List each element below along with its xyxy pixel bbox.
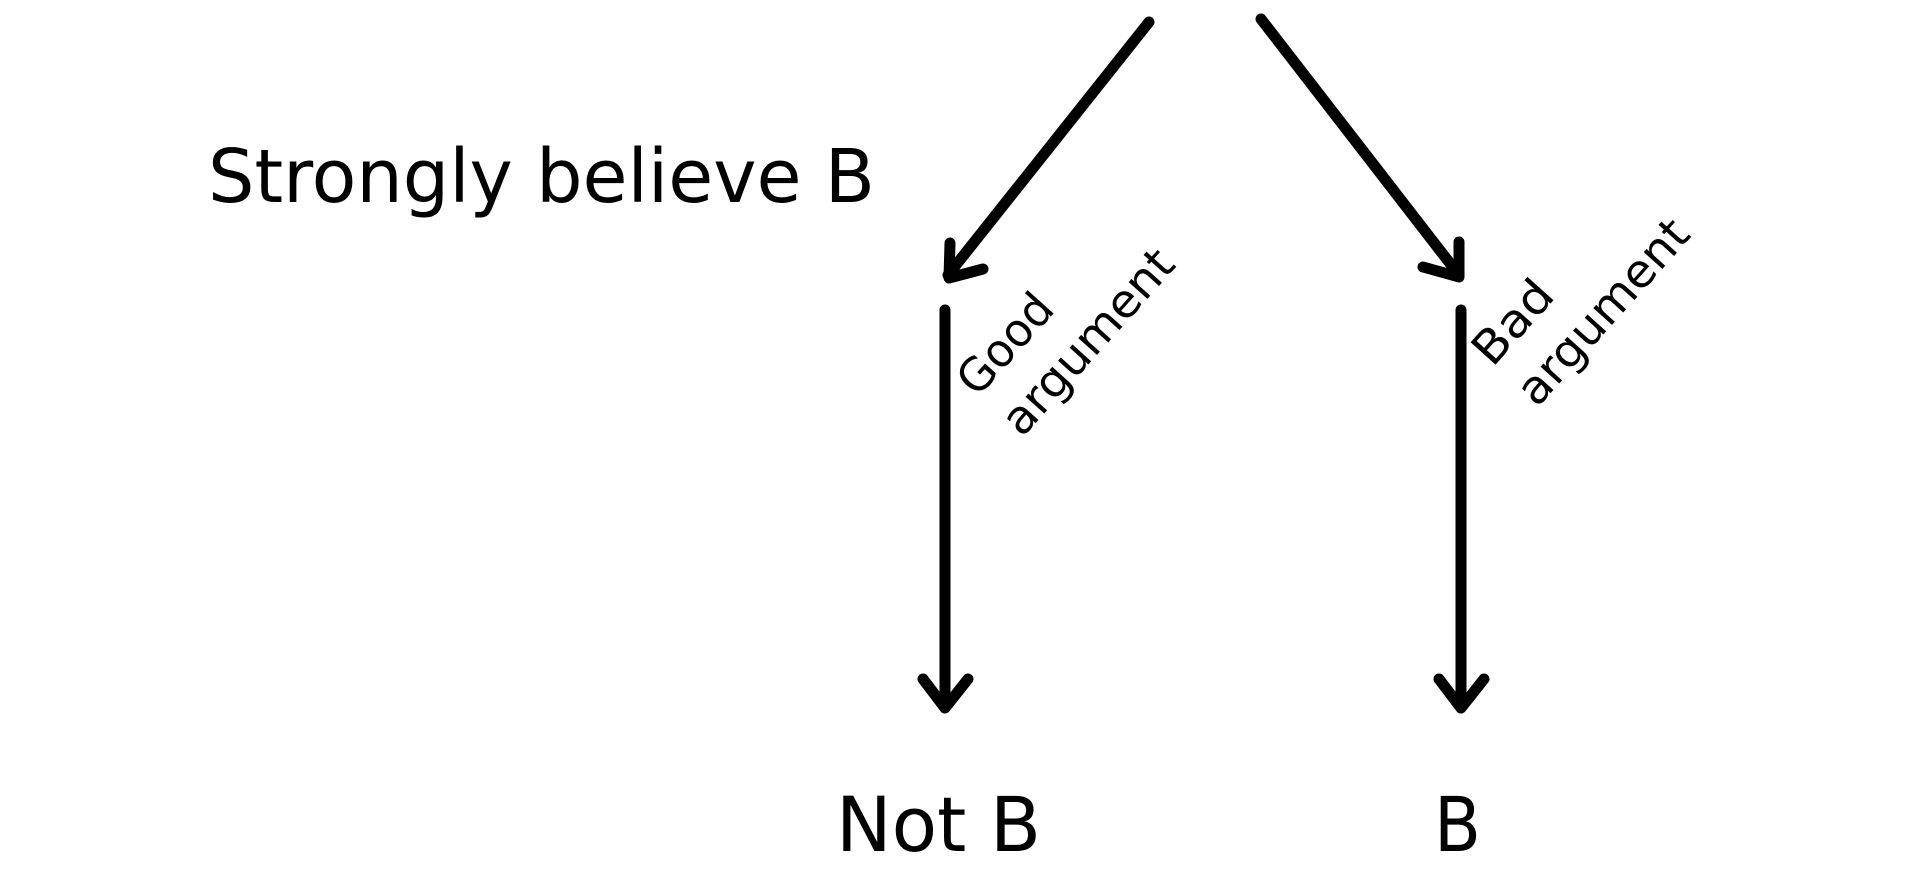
bad-argument-label: Bad argument [1460,207,1700,416]
arrow-left-branch-down [917,304,974,714]
outcome-b: B [1434,780,1481,869]
premise-label: Strongly believe B [208,134,875,220]
arrow-top-to-right [1255,13,1465,283]
arrow-right-branch-down [1433,304,1490,714]
arrow-top-to-left [942,16,1155,284]
outcome-not-b: Not B [836,780,1041,869]
